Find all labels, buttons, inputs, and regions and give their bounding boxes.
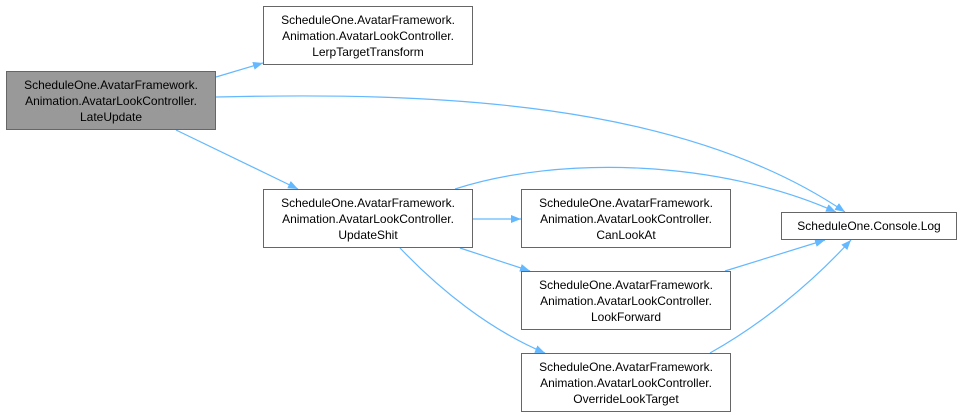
node-label-line: CanLookAt: [596, 227, 656, 242]
node-label-line: ScheduleOne.Console.Log: [797, 219, 941, 233]
node-updateshit[interactable]: ScheduleOne.AvatarFramework.Animation.Av…: [263, 189, 473, 248]
edge-updateshit-to-consolelog: [454, 166, 837, 213]
edge-updateshit-to-overridelook: [399, 247, 546, 354]
node-label-line: ScheduleOne.AvatarFramework.: [539, 195, 713, 210]
node-label-line: UpdateShit: [338, 227, 398, 242]
node-lookforward[interactable]: ScheduleOne.AvatarFramework.Animation.Av…: [521, 271, 731, 330]
node-label-line: LerpTargetTransform: [312, 44, 424, 59]
node-lerptarget[interactable]: ScheduleOne.AvatarFramework.Animation.Av…: [263, 6, 473, 65]
node-label-line: ScheduleOne.AvatarFramework.: [281, 12, 455, 27]
node-canlookat[interactable]: ScheduleOne.AvatarFramework.Animation.Av…: [521, 189, 731, 248]
edge-updateshit-to-lookforward: [459, 247, 531, 272]
edge-lateupdate-to-consolelog: [215, 95, 846, 213]
edge-overridelook-to-consolelog: [709, 239, 852, 354]
node-label-line: Animation.AvatarLookController.: [25, 93, 197, 108]
node-label-line: ScheduleOne.AvatarFramework.: [24, 77, 198, 92]
node-label-line: Animation.AvatarLookController.: [282, 211, 454, 226]
node-label-line: LateUpdate: [79, 109, 143, 124]
node-label-line: Animation.AvatarLookController.: [540, 211, 712, 226]
node-label-line: LookForward: [590, 309, 662, 324]
node-label-line: ScheduleOne.AvatarFramework.: [281, 195, 455, 210]
edge-lateupdate-to-lerptarget: [215, 62, 264, 78]
node-label-line: Animation.AvatarLookController.: [540, 375, 712, 390]
node-overridelook[interactable]: ScheduleOne.AvatarFramework.Animation.Av…: [521, 353, 731, 412]
node-label-line: Animation.AvatarLookController.: [282, 28, 454, 43]
edge-lookforward-to-consolelog: [724, 239, 826, 272]
node-label-line: ScheduleOne.AvatarFramework.: [539, 359, 713, 374]
node-label-line: ScheduleOne.AvatarFramework.: [539, 277, 713, 292]
node-consolelog[interactable]: ScheduleOne.Console.Log: [781, 212, 957, 240]
node-label-line: Animation.AvatarLookController.: [540, 293, 712, 308]
node-label-line: OverrideLookTarget: [573, 391, 679, 406]
edge-lateupdate-to-updateshit: [175, 129, 299, 190]
node-lateupdate[interactable]: ScheduleOne.AvatarFramework.Animation.Av…: [6, 71, 216, 130]
